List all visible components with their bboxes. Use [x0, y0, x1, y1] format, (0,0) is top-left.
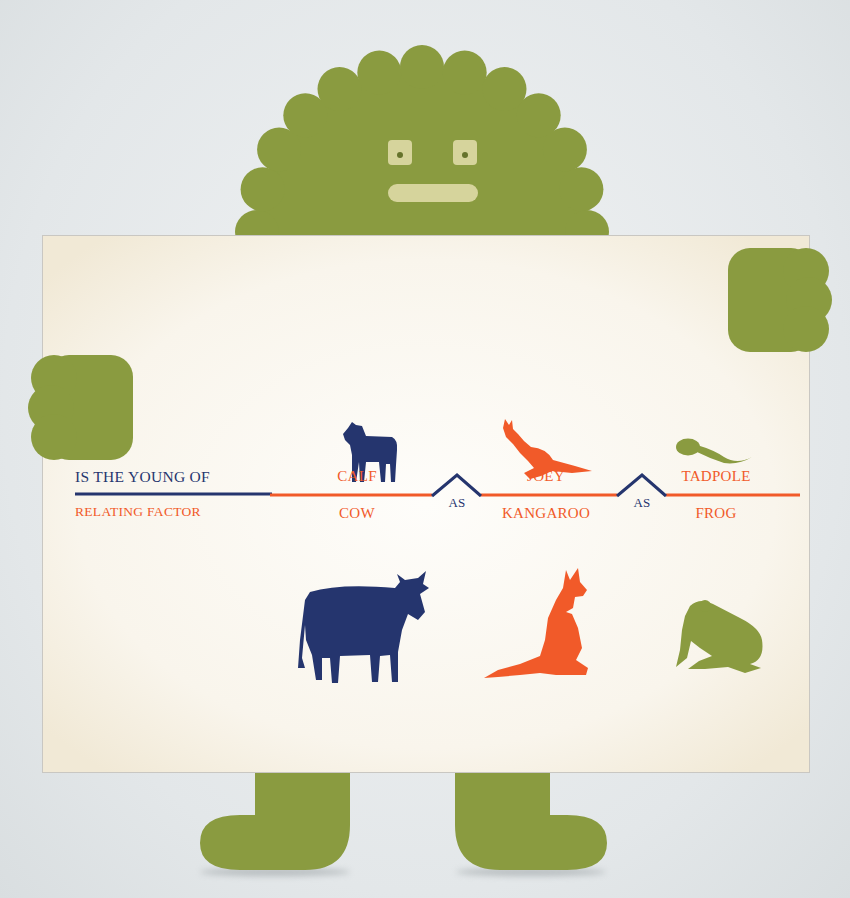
kangaroo-silhouette — [484, 568, 588, 678]
monster-foot — [200, 770, 350, 870]
eye-pupil — [397, 152, 403, 158]
head-scallop — [400, 45, 444, 89]
rule-line — [666, 494, 800, 497]
animal-adult: FROG — [695, 506, 736, 521]
animal-young: CALF — [337, 469, 377, 484]
eye-pupil — [462, 152, 468, 158]
head-scallop — [543, 128, 587, 172]
head-scallop — [318, 67, 362, 111]
head-scallop — [443, 51, 487, 95]
animal-young: JOEY — [527, 469, 565, 484]
head-scallop — [559, 167, 603, 211]
animal-adult: KANGAROO — [502, 506, 590, 521]
frog-eye — [699, 600, 711, 612]
animal-adult: COW — [339, 506, 375, 521]
tadpole-silhouette — [676, 439, 700, 456]
monster-mouth — [388, 184, 478, 202]
frog-silhouette — [676, 601, 763, 673]
monster-eye — [388, 140, 412, 165]
as-chevron — [617, 475, 666, 496]
monster-foot — [455, 770, 607, 870]
head-scallop — [357, 51, 401, 95]
relation-subtitle: RELATING FACTOR — [75, 505, 201, 519]
rule-line — [75, 493, 272, 496]
rule-line — [270, 494, 432, 497]
monster-eye — [453, 140, 477, 165]
as-connector: AS — [448, 496, 465, 509]
rule-line — [481, 494, 617, 497]
tadpole-tail — [697, 445, 752, 463]
hand-finger — [783, 306, 829, 352]
hand-finger — [31, 414, 77, 460]
held-card — [43, 236, 810, 773]
relation-title: IS THE YOUNG OF — [75, 469, 210, 485]
as-chevron — [432, 475, 481, 496]
cow-silhouette — [298, 571, 429, 683]
as-connector: AS — [633, 496, 650, 509]
animal-young: TADPOLE — [681, 469, 750, 484]
head-scallop — [241, 167, 285, 211]
